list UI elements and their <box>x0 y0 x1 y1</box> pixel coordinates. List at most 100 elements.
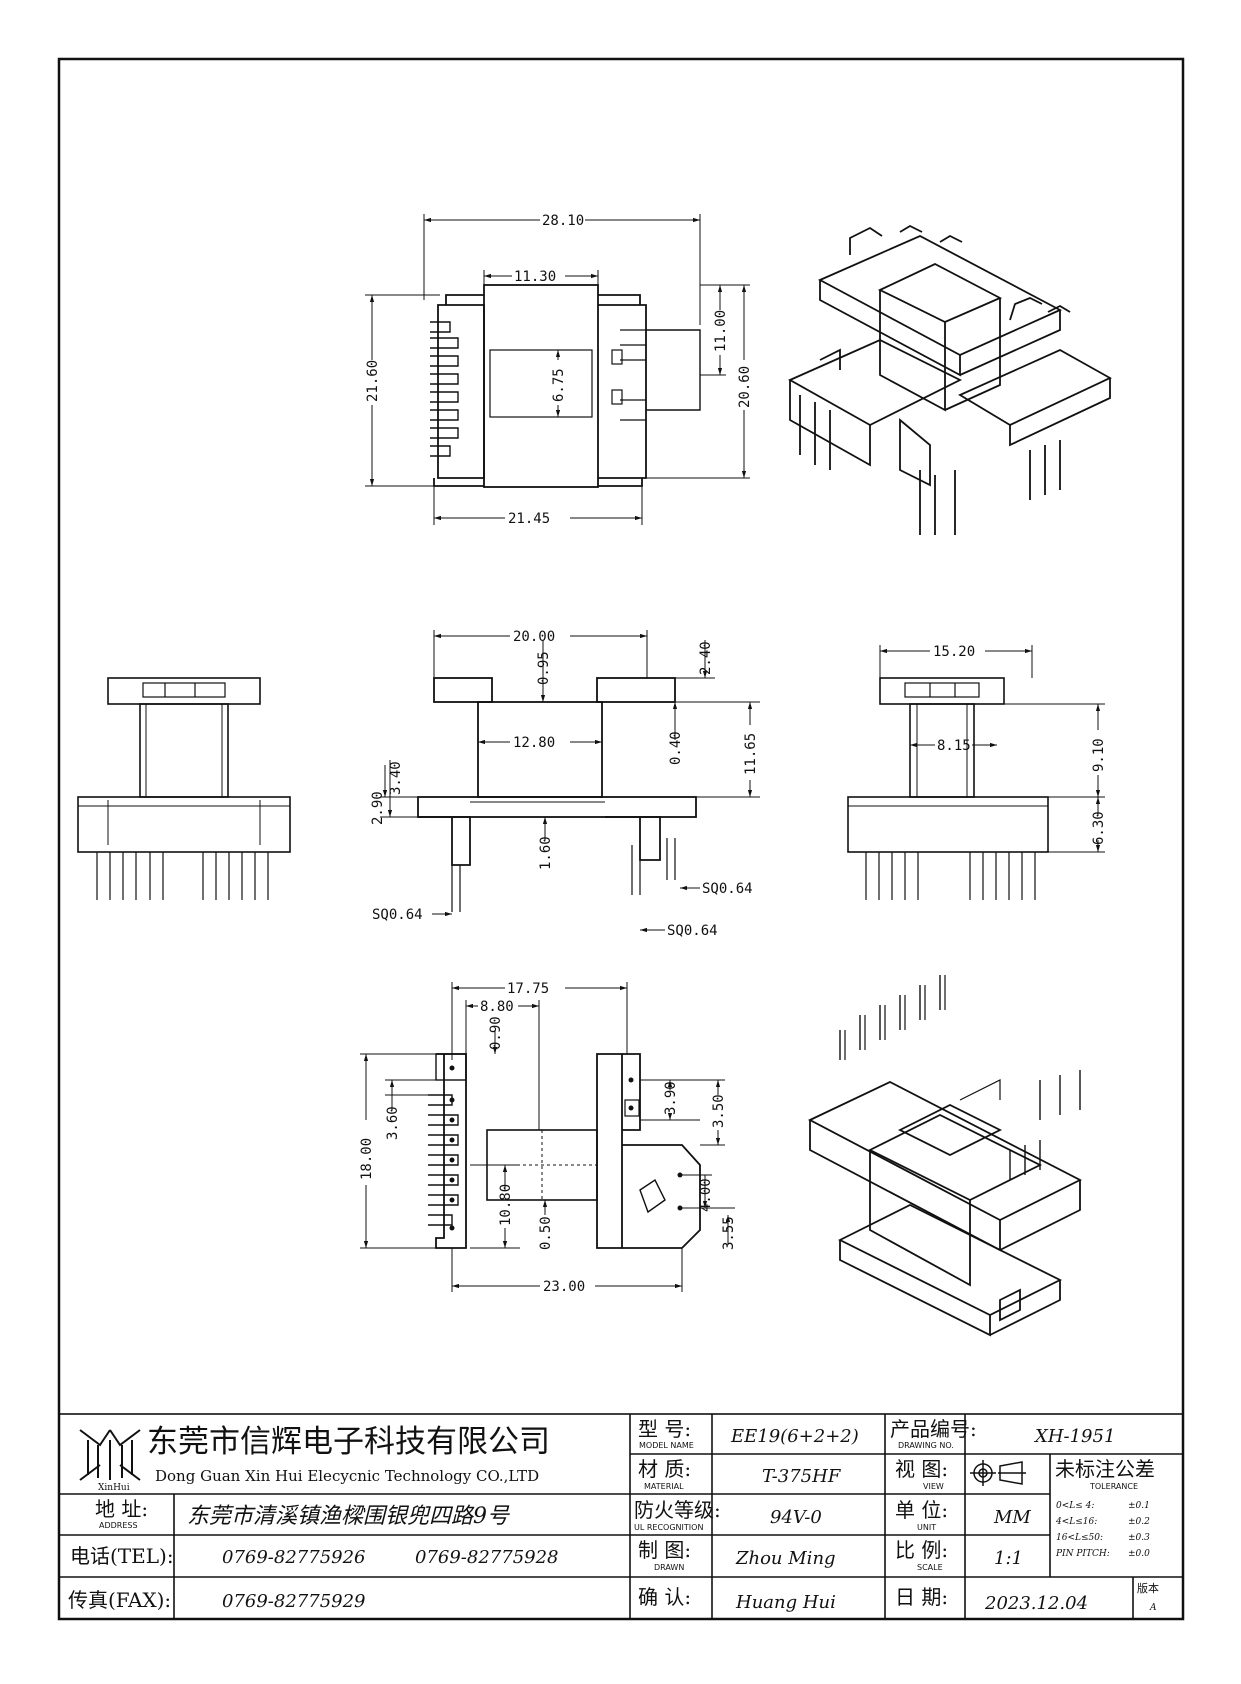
top-view-dimensions <box>365 214 750 525</box>
front-view-labels: 20.00 0.95 2.40 12.80 0.40 11.65 3.40 2.… <box>370 629 759 939</box>
model-label: 型 号: <box>638 1417 691 1441</box>
model-label-en: MODEL NAME <box>639 1441 694 1450</box>
logo-text: XinHui <box>98 1483 130 1493</box>
material-value: T-375HF <box>762 1466 842 1487</box>
dim-17-75: 17.75 <box>507 981 549 997</box>
dim-9-10: 9.10 <box>1091 738 1107 772</box>
dim-10-80: 10.80 <box>498 1184 514 1226</box>
tolerance-range-4: PIN PITCH: <box>1055 1549 1110 1559</box>
tolerance-table: 0<L≤ 4: ±0.1 4<L≤16: ±0.2 16<L≤50: ±0.3 … <box>1055 1501 1150 1559</box>
dim-11-00: 11.00 <box>713 310 729 352</box>
drawn-label: 制 图: <box>638 1538 691 1562</box>
dim-20-60: 20.60 <box>737 366 753 408</box>
sheet-border <box>57 57 1185 1621</box>
tolerance-range-1: 0<L≤ 4: <box>1056 1501 1094 1511</box>
dim-12-80: 12.80 <box>513 735 555 751</box>
dim-0-50: 0.50 <box>538 1216 554 1250</box>
tel-label: 电话(TEL): <box>70 1544 174 1568</box>
date-value: 2023.12.04 <box>984 1593 1088 1614</box>
tolerance-range-2: 4<L≤16: <box>1055 1517 1097 1527</box>
dim-18-00: 18.00 <box>359 1138 375 1180</box>
dim-sq0-64-bottom: SQ0.64 <box>667 923 718 939</box>
tolerance-value-2: ±0.2 <box>1128 1517 1150 1527</box>
drawn-label-en: DRAWN <box>654 1563 684 1572</box>
confirm-label: 确 认: <box>638 1585 691 1609</box>
fax-label: 传真(FAX): <box>68 1588 171 1612</box>
bottom-view-pin-dots <box>449 1065 683 1231</box>
dim-3-40: 3.40 <box>388 761 404 795</box>
dim-23-00: 23.00 <box>543 1279 585 1295</box>
scale-label: 比 例: <box>895 1538 948 1562</box>
view-label: 视 图: <box>895 1457 948 1481</box>
dim-sq0-64-left: SQ0.64 <box>372 907 423 923</box>
dim-3-50: 3.50 <box>711 1094 727 1128</box>
isometric-view-bottom <box>807 975 1082 1337</box>
dim-6-75: 6.75 <box>551 368 567 402</box>
scale-label-en: SCALE <box>917 1563 943 1572</box>
version-label: 版本 <box>1137 1581 1159 1595</box>
scale-value: 1:1 <box>994 1548 1023 1569</box>
isometric-view-top <box>787 224 1112 535</box>
dim-2-90: 2.90 <box>370 791 386 825</box>
material-label-en: MATERIAL <box>644 1482 684 1491</box>
ul-label: 防火等级: <box>634 1498 721 1522</box>
xinhui-logo <box>79 1429 141 1481</box>
drawing-no-label: 产品编号: <box>890 1417 977 1441</box>
third-angle-projection-icon <box>970 1460 1026 1486</box>
tolerance-title: 未标注公差 <box>1055 1457 1155 1481</box>
tolerance-value-4: ±0.0 <box>1128 1549 1150 1559</box>
dim-0-40: 0.40 <box>668 731 684 765</box>
dim-3-90: 3.90 <box>663 1081 679 1115</box>
dim-8-15: 8.15 <box>937 738 971 754</box>
dim-11-30: 11.30 <box>514 269 556 285</box>
version-value: A <box>1149 1603 1157 1613</box>
dim-20-00: 20.00 <box>513 629 555 645</box>
dim-21-45: 21.45 <box>508 511 550 527</box>
confirm-value: Huang Hui <box>735 1592 836 1613</box>
tel-value-1: 0769-82775926 <box>222 1547 366 1568</box>
dim-4-00: 4.00 <box>698 1178 714 1212</box>
drawn-value: Zhou Ming <box>735 1548 836 1569</box>
ul-label-en: UL RECOGNITION <box>634 1523 703 1532</box>
dim-0-90: 0.90 <box>488 1016 504 1050</box>
dim-3-60: 3.60 <box>385 1106 401 1140</box>
unit-value: MM <box>993 1507 1031 1528</box>
tolerance-value-3: ±0.3 <box>1128 1533 1150 1543</box>
unit-label: 单 位: <box>895 1498 948 1522</box>
title-block-grid <box>58 1413 1184 1620</box>
fax-value: 0769-82775929 <box>222 1591 366 1612</box>
tel-value-2: 0769-82775928 <box>415 1547 559 1568</box>
dim-6-30: 6.30 <box>1091 811 1107 845</box>
date-label: 日 期: <box>895 1585 948 1609</box>
top-view-labels: 28.10 11.30 21.60 6.75 11.00 20.60 21.45 <box>365 213 753 527</box>
material-label: 材 质: <box>638 1457 691 1481</box>
unit-label-en: UNIT <box>917 1523 936 1532</box>
dim-0-95: 0.95 <box>536 651 552 685</box>
bottom-view-labels: 17.75 8.80 0.90 18.00 3.60 3.90 3.50 10.… <box>359 981 737 1295</box>
tolerance-value-1: ±0.1 <box>1128 1501 1150 1511</box>
ul-value: 94V-0 <box>770 1507 822 1528</box>
dim-3-55: 3.55 <box>721 1216 737 1250</box>
bottom-view-dimensions <box>360 982 735 1292</box>
dim-11-65: 11.65 <box>743 733 759 775</box>
dim-2-40: 2.40 <box>698 641 714 675</box>
drawing-no-label-en: DRAWING NO. <box>898 1441 954 1450</box>
drawing-no-value: XH-1951 <box>1033 1426 1115 1447</box>
address-value: 东莞市清溪镇渔樑围银兜四路9号 <box>187 1504 510 1529</box>
dim-15-20: 15.20 <box>933 644 975 660</box>
address-label: 地 址: <box>95 1497 148 1521</box>
view-label-en: VIEW <box>923 1482 944 1491</box>
dim-sq0-64-right: SQ0.64 <box>702 881 753 897</box>
dim-28-10: 28.10 <box>542 213 584 229</box>
right-side-view-labels: 15.20 8.15 9.10 6.30 <box>933 644 1107 845</box>
right-side-view-dimensions <box>879 645 1105 853</box>
company-name-cn: 东莞市信辉电子科技有限公司 <box>147 1424 550 1460</box>
left-side-view <box>77 677 291 900</box>
dim-8-80: 8.80 <box>480 999 514 1015</box>
front-view-dimensions <box>380 630 760 933</box>
top-view <box>430 284 701 488</box>
right-side-view <box>847 677 1049 900</box>
model-value: EE19(6+2+2) <box>730 1426 859 1447</box>
address-label-en: ADDRESS <box>99 1521 138 1530</box>
